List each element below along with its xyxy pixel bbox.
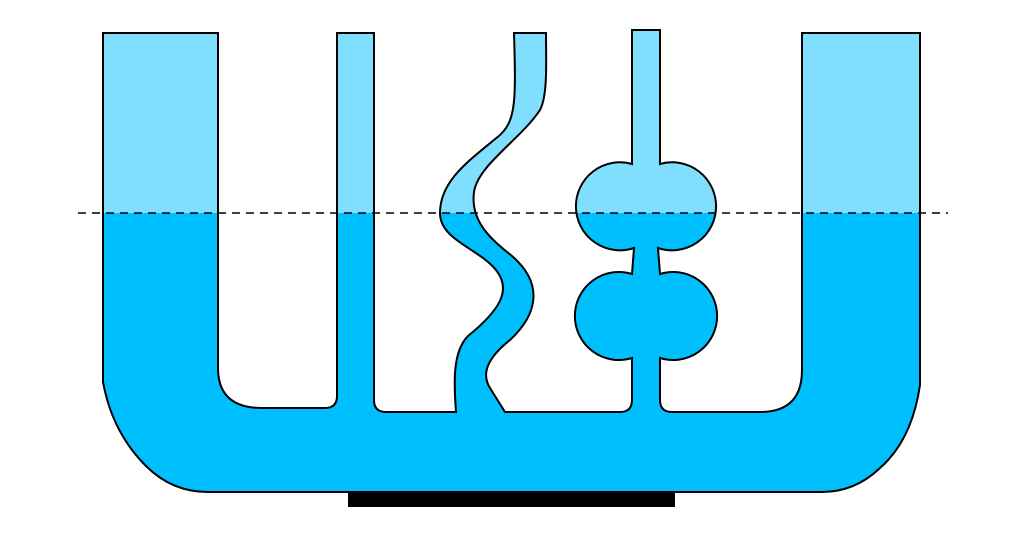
air-region [103,30,920,213]
vessel-outline [102,29,921,493]
liquid-region [103,213,920,492]
vessel-base-plate [348,492,675,507]
